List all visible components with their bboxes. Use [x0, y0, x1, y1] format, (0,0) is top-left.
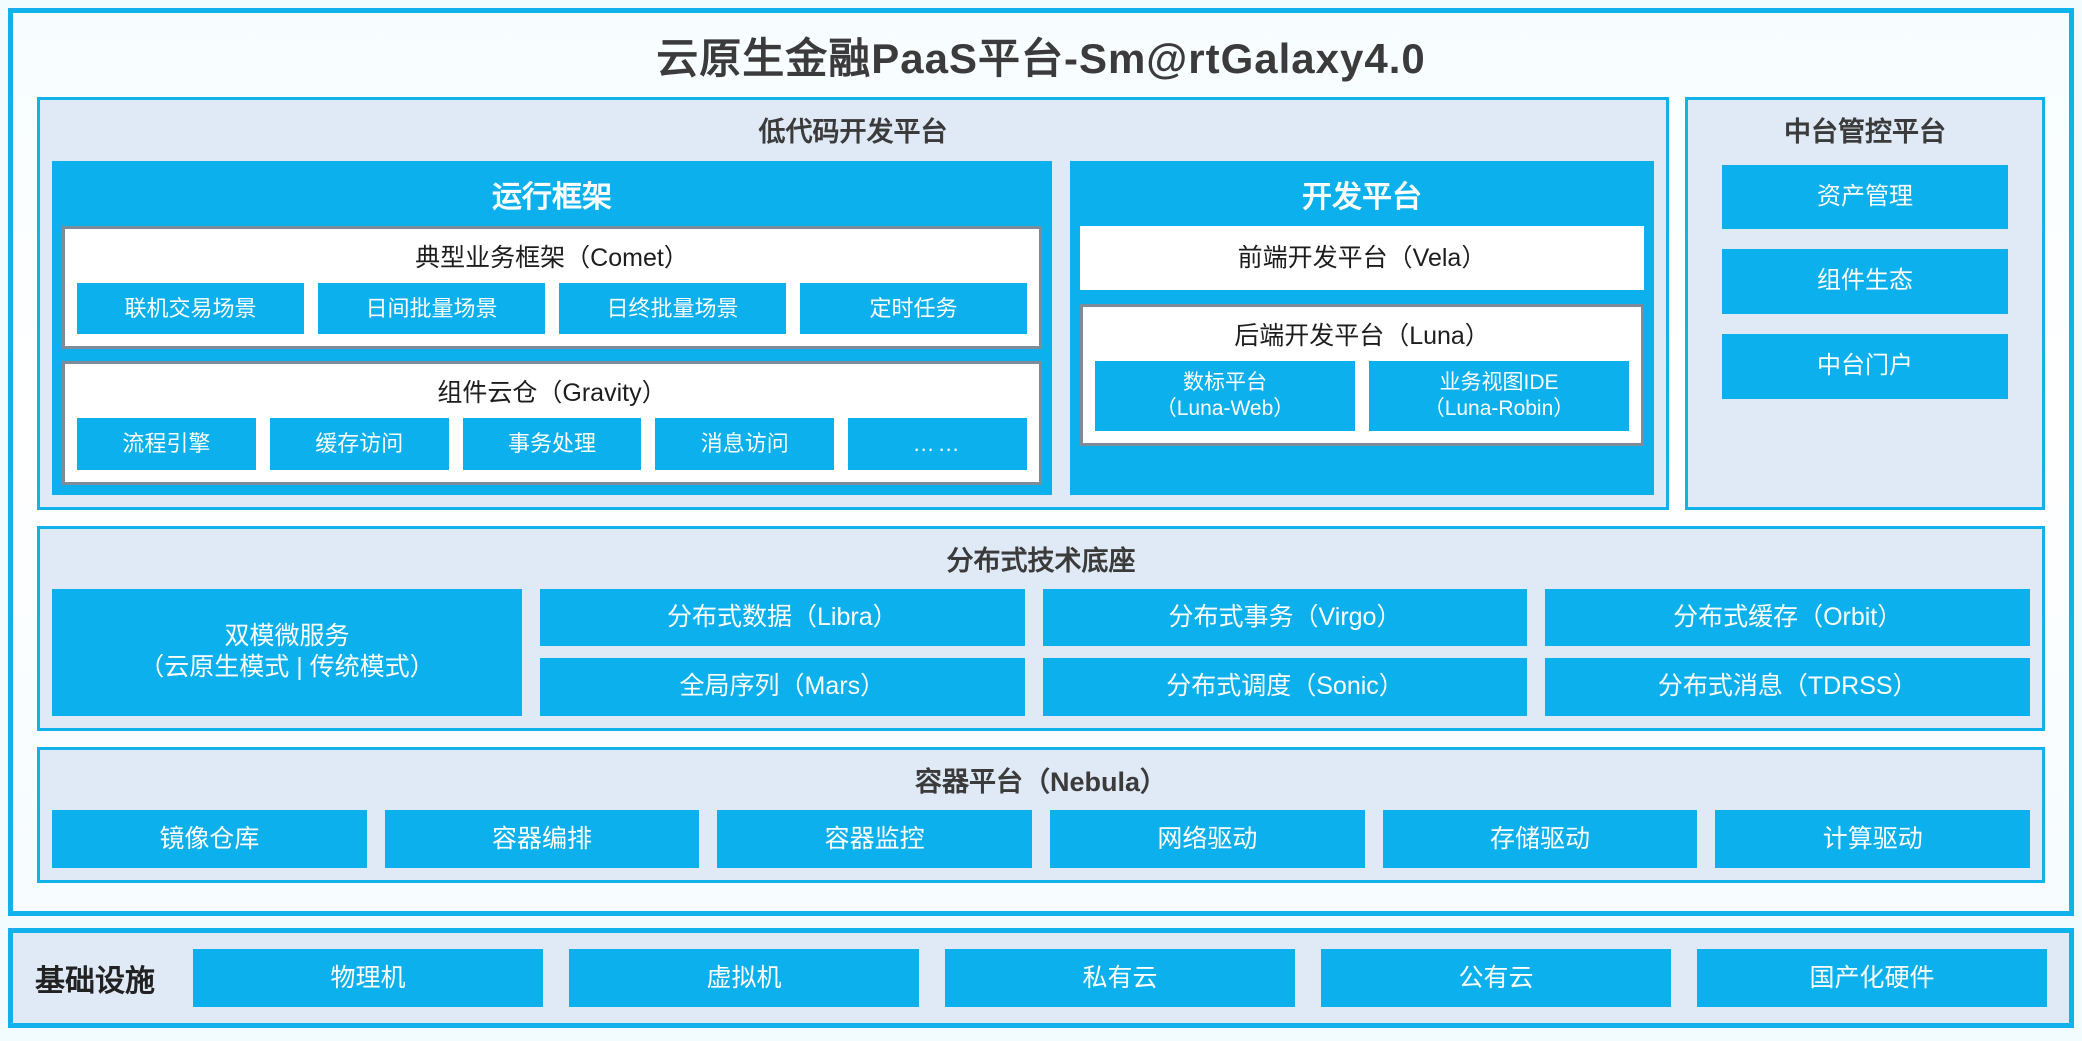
backend-chip-luna-web[interactable]: 数标平台 （Luna-Web） — [1095, 360, 1355, 432]
gravity-chip-ellipsis[interactable]: …… — [848, 418, 1027, 470]
container-chip-compute-driver[interactable]: 计算驱动 — [1715, 809, 2031, 868]
tech-base-body: 双模微服务 （云原生模式 | 传统模式） 分布式数据（Libra） 全局序列（M… — [52, 589, 2031, 716]
comet-chip[interactable]: 日终批量场景 — [559, 282, 786, 335]
tech-column-3: 分布式缓存（Orbit） 分布式消息（TDRSS） — [1545, 589, 2031, 716]
microservice-line1: 双模微服务 — [224, 622, 350, 651]
lowcode-platform-body: 运行框架 典型业务框架（Comet） 联机交易场景 日间批量场景 日终批量场景 … — [52, 160, 1654, 495]
tech-column-2: 分布式事务（Virgo） 分布式调度（Sonic） — [1042, 589, 1528, 716]
lowcode-platform-panel: 低代码开发平台 运行框架 典型业务框架（Comet） 联机交易场景 日间批量场景… — [37, 97, 1669, 510]
comet-chip[interactable]: 定时任务 — [800, 282, 1027, 335]
container-platform-title: 容器平台（Nebula） — [914, 766, 1168, 797]
tech-chip-tdrss[interactable]: 分布式消息（TDRSS） — [1545, 658, 2031, 716]
midplatform-chip-component[interactable]: 组件生态 — [1722, 249, 2008, 315]
tech-chip-mars[interactable]: 全局序列（Mars） — [540, 658, 1025, 716]
comet-chip[interactable]: 联机交易场景 — [77, 282, 304, 335]
lowcode-platform-title: 低代码开发平台 — [758, 117, 948, 148]
gravity-chip-row: 流程引擎 缓存访问 事务处理 消息访问 …… — [77, 418, 1027, 470]
microservice-chip[interactable]: 双模微服务 （云原生模式 | 传统模式） — [52, 589, 522, 716]
comet-chip-row: 联机交易场景 日间批量场景 日终批量场景 定时任务 — [77, 282, 1027, 335]
infra-chip-public-cloud[interactable]: 公有云 — [1321, 949, 1671, 1007]
backend-chip-line2: （Luna-Web） — [1155, 396, 1295, 420]
tech-chip-libra[interactable]: 分布式数据（Libra） — [540, 589, 1025, 647]
tech-chip-virgo[interactable]: 分布式事务（Virgo） — [1042, 589, 1528, 647]
development-platform-title: 开发平台 — [1302, 180, 1422, 214]
container-chip-orchestration[interactable]: 容器编排 — [384, 809, 700, 868]
infra-chip-domestic-hardware[interactable]: 国产化硬件 — [1697, 949, 2047, 1007]
microservice-line2: （云原生模式 | 传统模式） — [139, 653, 435, 682]
infrastructure-bar: 基础设施 物理机 虚拟机 私有云 公有云 国产化硬件 — [8, 928, 2074, 1028]
backend-chip-row: 数标平台 （Luna-Web） 业务视图IDE （Luna-Robin） — [1095, 360, 1629, 432]
tech-base-title: 分布式技术底座 — [946, 545, 1136, 576]
midplatform-chip-asset[interactable]: 资产管理 — [1722, 164, 2008, 230]
tech-chip-orbit[interactable]: 分布式缓存（Orbit） — [1545, 589, 2031, 647]
gravity-box: 组件云仓（Gravity） 流程引擎 缓存访问 事务处理 消息访问 …… — [62, 361, 1042, 485]
runtime-framework-title: 运行框架 — [492, 180, 612, 214]
gravity-chip[interactable]: 流程引擎 — [77, 418, 256, 470]
container-chip-storage-driver[interactable]: 存储驱动 — [1382, 809, 1698, 868]
frontend-platform-bar[interactable]: 前端开发平台（Vela） — [1080, 225, 1644, 290]
infra-chip-virtual[interactable]: 虚拟机 — [569, 949, 919, 1007]
backend-chip-line2: （Luna-Robin） — [1423, 396, 1575, 420]
comet-box: 典型业务框架（Comet） 联机交易场景 日间批量场景 日终批量场景 定时任务 — [62, 225, 1042, 350]
tech-base-panel: 分布式技术底座 双模微服务 （云原生模式 | 传统模式） 分布式数据（Libra… — [37, 525, 2045, 731]
top-row: 低代码开发平台 运行框架 典型业务框架（Comet） 联机交易场景 日间批量场景… — [37, 97, 2045, 510]
backend-chip-line1: 数标平台 — [1183, 370, 1267, 394]
backend-platform-box: 后端开发平台（Luna） 数标平台 （Luna-Web） 业务视图IDE （Lu… — [1080, 303, 1644, 447]
runtime-framework-card: 运行框架 典型业务框架（Comet） 联机交易场景 日间批量场景 日终批量场景 … — [52, 160, 1052, 495]
midplatform-panel: 中台管控平台 资产管理 组件生态 中台门户 — [1685, 97, 2045, 510]
container-chip-network-driver[interactable]: 网络驱动 — [1050, 809, 1365, 868]
microservice-column: 双模微服务 （云原生模式 | 传统模式） — [52, 589, 522, 716]
spacer — [37, 510, 2045, 526]
midplatform-chip-portal[interactable]: 中台门户 — [1722, 334, 2008, 400]
gravity-title: 组件云仓（Gravity） — [437, 379, 667, 408]
diagram-frame: 云原生金融PaaS平台-Sm@rtGalaxy4.0 低代码开发平台 运行框架 … — [8, 8, 2074, 916]
backend-chip-luna-robin[interactable]: 业务视图IDE （Luna-Robin） — [1369, 360, 1629, 432]
backend-platform-title: 后端开发平台（Luna） — [1234, 321, 1490, 350]
spacer — [37, 731, 2045, 747]
gravity-chip[interactable]: 消息访问 — [655, 418, 835, 470]
container-platform-panel: 容器平台（Nebula） 镜像仓库 容器编排 容器监控 网络驱动 存储驱动 计算… — [37, 746, 2045, 883]
page-title: 云原生金融PaaS平台-Sm@rtGalaxy4.0 — [656, 35, 1426, 82]
comet-title: 典型业务框架（Comet） — [415, 243, 689, 272]
tech-column-1: 分布式数据（Libra） 全局序列（Mars） — [540, 589, 1025, 716]
infra-chip-physical[interactable]: 物理机 — [193, 949, 543, 1007]
gravity-chip[interactable]: 缓存访问 — [269, 418, 449, 470]
midplatform-title: 中台管控平台 — [1784, 117, 1946, 148]
development-platform-card: 开发平台 前端开发平台（Vela） 后端开发平台（Luna） 数标平台 （Lun… — [1070, 160, 1654, 495]
infrastructure-label: 基础设施 — [35, 965, 155, 998]
tech-chip-sonic[interactable]: 分布式调度（Sonic） — [1042, 658, 1528, 716]
container-chip-row: 镜像仓库 容器编排 容器监控 网络驱动 存储驱动 计算驱动 — [52, 809, 2031, 868]
container-chip-monitoring[interactable]: 容器监控 — [717, 809, 1033, 868]
gravity-chip[interactable]: 事务处理 — [462, 418, 642, 470]
container-chip-image-repo[interactable]: 镜像仓库 — [52, 809, 367, 868]
backend-chip-line1: 业务视图IDE — [1439, 370, 1559, 394]
comet-chip[interactable]: 日间批量场景 — [318, 282, 545, 335]
infra-chip-private-cloud[interactable]: 私有云 — [945, 949, 1295, 1007]
midplatform-chip-list: 资产管理 组件生态 中台门户 — [1700, 161, 2030, 495]
